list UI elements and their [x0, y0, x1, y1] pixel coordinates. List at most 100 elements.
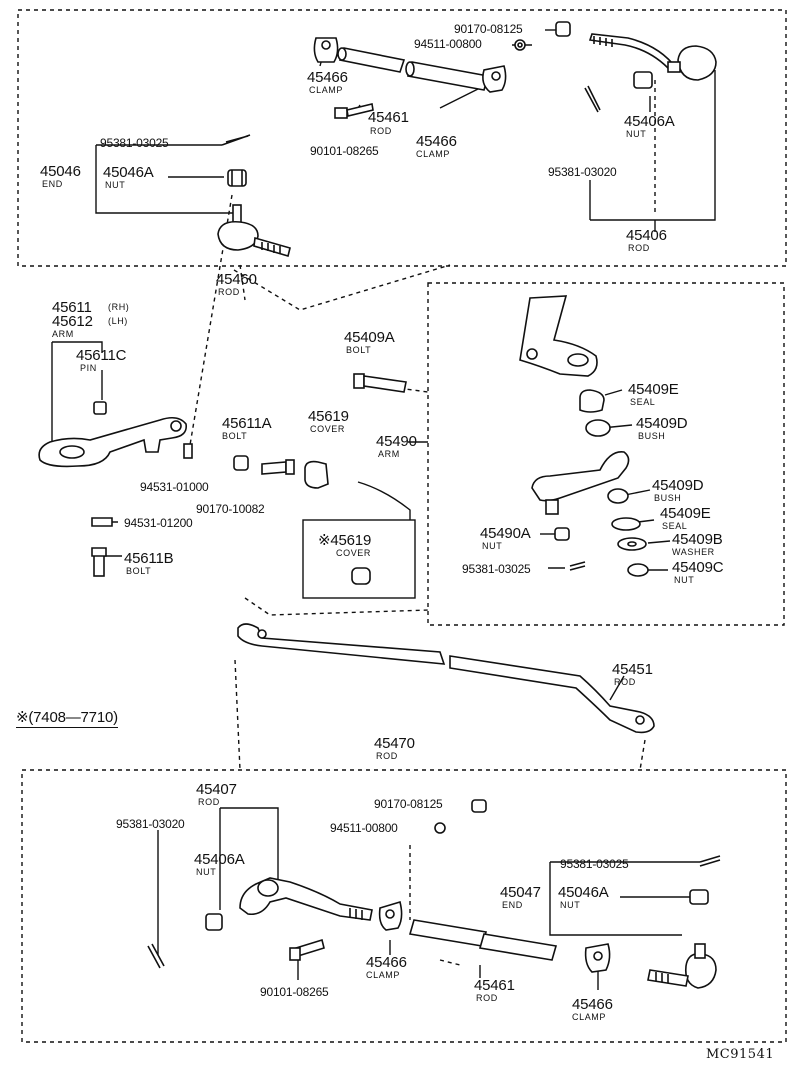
tie-rod-end-45046 [217, 204, 291, 258]
rod-45461-top-right [405, 61, 490, 91]
label-end-bottom: END [502, 900, 523, 910]
nut-90170-10082 [233, 455, 249, 471]
label-clamp-top-left: CLAMP [309, 85, 344, 95]
part-45409e-top: 45409E [628, 381, 679, 398]
label-bolt-45611a: BOLT [222, 431, 248, 441]
label-rh: (RH) [108, 302, 130, 312]
nut-45406a-top [633, 71, 653, 89]
label-arm-idler: ARM [52, 329, 74, 339]
part-45619-alt: ※45619 [318, 532, 372, 549]
clamp-45466-top-center [482, 65, 507, 93]
label-clamp-top-center: CLAMP [416, 149, 451, 159]
part-90101-08265-bottom: 90101-08265 [260, 985, 329, 999]
nut-90170-bottom [471, 799, 487, 813]
part-45407: 45407 [196, 781, 237, 798]
bolt-45409a [353, 373, 407, 393]
washer-94511-bottom [434, 822, 446, 834]
pin-45611c [93, 401, 107, 415]
tie-rod-45406-top [588, 33, 717, 81]
label-rod-45407: ROD [198, 797, 220, 807]
label-nut-bottom-left: NUT [196, 867, 217, 877]
top-assembly-box [17, 9, 787, 267]
label-nut-bottom-right: NUT [560, 900, 581, 910]
part-90101-08265-top: 90101-08265 [310, 144, 379, 158]
label-seal-mid: SEAL [662, 521, 688, 531]
part-95381-03025-bottom: 95381-03025 [560, 857, 629, 871]
part-45460: 45460 [216, 271, 257, 288]
part-45611a: 45611A [222, 415, 272, 432]
nut-45046a-top [227, 169, 247, 187]
part-45611c: 45611C [76, 347, 127, 364]
rod-45461-top [337, 47, 406, 73]
tie-rod-45407-bottom [239, 877, 373, 921]
label-rod-top: ROD [370, 126, 392, 136]
part-45612: 45612 [52, 313, 93, 330]
part-45466-bottom-left: 45466 [366, 954, 407, 971]
label-rod-45460: ROD [218, 287, 240, 297]
cotter-pin-top-left [221, 134, 251, 146]
part-94531-01000: 94531-01000 [140, 480, 209, 494]
label-arm-45490: ARM [378, 449, 400, 459]
bolt-45611a [261, 459, 295, 475]
part-45461-bottom: 45461 [474, 977, 515, 994]
bolt-45611b [91, 547, 107, 577]
clamp-45466-bottom-left [378, 900, 403, 931]
label-end-top: END [42, 179, 63, 189]
part-45409b: 45409B [672, 531, 723, 548]
rod-45461-bottom [408, 919, 558, 961]
part-45619: 45619 [308, 408, 349, 425]
label-clamp-bottom-left: CLAMP [366, 970, 401, 980]
clamp-45466-top-left [313, 37, 339, 63]
part-45470: 45470 [374, 735, 415, 752]
label-rod-bottom: ROD [476, 993, 498, 1003]
grease-fitting-94531-01000 [183, 443, 193, 459]
clamp-45466-bottom-right [584, 943, 611, 973]
label-bush-top: BUSH [638, 431, 666, 441]
part-45046: 45046 [40, 163, 81, 180]
tie-rod-end-45047 [647, 943, 717, 989]
part-94511-00800-top: 94511-00800 [414, 37, 482, 51]
label-nut-top-right: NUT [626, 129, 647, 139]
label-bolt-45611b: BOLT [126, 566, 152, 576]
seal-45409e-mid [611, 517, 641, 531]
part-45490: 45490 [376, 433, 417, 450]
nut-45046a-bottom [689, 889, 709, 905]
bottom-assembly-box [21, 769, 787, 1043]
part-45047: 45047 [500, 884, 541, 901]
part-45611: 45611 [52, 299, 92, 316]
part-94531-01200: 94531-01200 [124, 516, 193, 530]
bush-45409d-top [585, 419, 611, 437]
washer-94511-top [514, 39, 526, 51]
label-nut-top-left: NUT [105, 180, 126, 190]
grease-fitting-94531-01200 [91, 517, 113, 527]
relay-rod-45451 [237, 623, 655, 734]
idler-arm-box [427, 282, 785, 626]
seal-45409e-top [579, 389, 605, 413]
cotter-pin-bottom-right [699, 855, 721, 867]
pitman-arm-link [531, 451, 630, 515]
cotter-pin-bottom-left [147, 943, 165, 969]
part-45466-bottom-right: 45466 [572, 996, 613, 1013]
part-45409a: 45409A [344, 329, 395, 346]
bush-45409d-mid [607, 488, 629, 504]
label-rod-45451: ROD [614, 677, 636, 687]
part-90170-08125-top: 90170-08125 [454, 22, 523, 36]
production-date-range: ※(7408—7710) [16, 709, 118, 728]
document-code: MC91541 [706, 1047, 775, 1062]
cotter-pin-top-right [584, 85, 601, 113]
part-45406a-bottom: 45406A [194, 851, 245, 868]
label-clamp-bottom-right: CLAMP [572, 1012, 607, 1022]
part-45046a-top: 45046A [103, 164, 154, 181]
nut-45490a [554, 527, 570, 541]
part-45466-top-left: 45466 [307, 69, 348, 86]
part-45409c: 45409C [672, 559, 724, 576]
bolt-90101-bottom [289, 938, 325, 961]
label-lh: (LH) [108, 316, 128, 326]
label-washer: WASHER [672, 547, 715, 557]
part-45409d-mid: 45409D [652, 477, 704, 494]
part-95381-03020-bottom: 95381-03020 [116, 817, 185, 831]
label-nut-45409c: NUT [674, 575, 695, 585]
part-94511-00800-bottom: 94511-00800 [330, 821, 398, 835]
part-95381-03020-top: 95381-03020 [548, 165, 617, 179]
